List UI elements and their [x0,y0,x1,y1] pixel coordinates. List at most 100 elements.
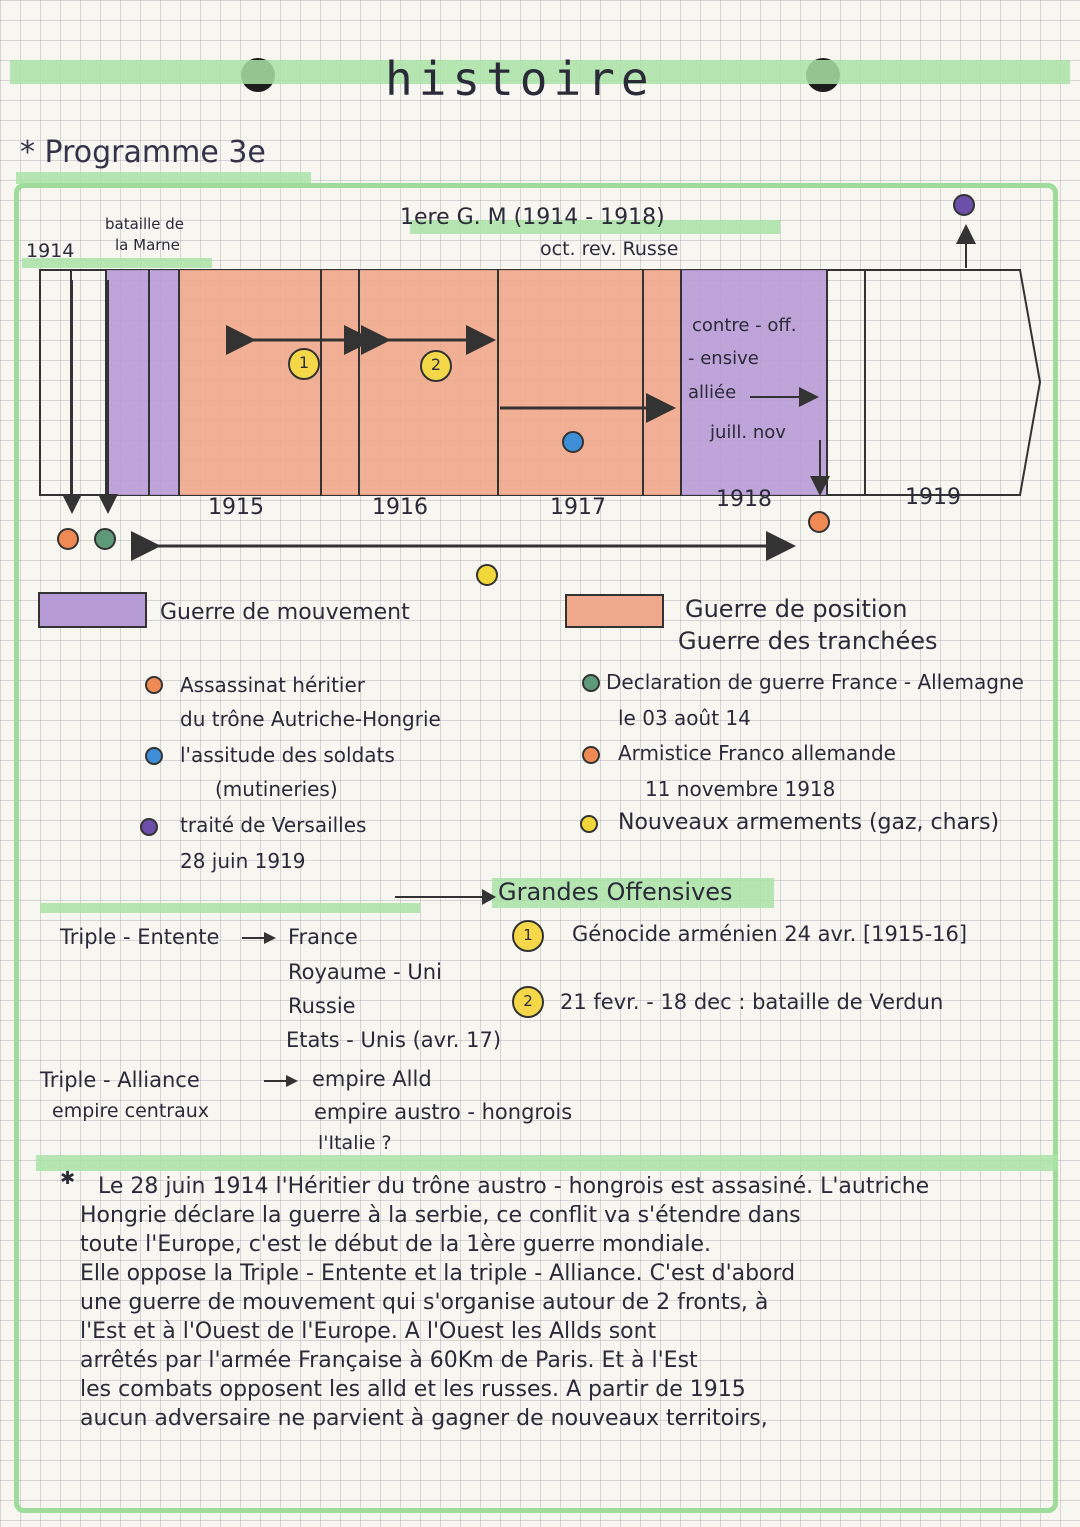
legend-dot-purple [140,818,158,836]
offensive-badge-2: 2 [512,986,544,1018]
tick-8 [642,270,644,495]
year-1915: 1915 [208,495,264,520]
title-highlight [10,60,1070,84]
timeline-arrow-outline [39,269,1042,496]
page-title: histoire [385,52,655,106]
summary-paragraph: Le 28 juin 1914 l'Héritier du trône aust… [80,1172,1040,1433]
offensive-badge-1: 1 [512,920,544,952]
tick-9 [680,270,682,495]
offensive-marker-1: 1 [288,348,320,380]
tick-4 [178,270,180,495]
entente-member-3: Russie [288,994,356,1018]
legend-left-3: l'assitude des soldats [180,743,395,767]
section-divider-highlight [40,903,420,913]
offensives-heading-highlight [492,878,774,908]
offensives-heading: Grandes Offensives [498,878,733,906]
paragraph-line-4: Elle oppose la Triple - Entente et la tr… [80,1261,796,1286]
band-position-1915-1917 [178,270,680,495]
paragraph-line-7: arrêtés par l'armée Française à 60Km de … [80,1348,698,1373]
paragraph-line-9: aucun adversaire ne parvient à gagner de… [80,1406,768,1431]
legend-position-2: Guerre des tranchées [678,627,938,655]
alliance-label-2: empire centraux [52,1100,210,1122]
legend-left-2: du trône Autriche-Hongrie [180,707,441,731]
offensive-marker-1-number: 1 [298,353,310,372]
tick-10 [826,270,828,495]
entente-label: Triple - Entente [60,925,220,949]
legend-right-5: Nouveaux armements (gaz, chars) [618,810,1000,835]
legend-left-6: 28 juin 1919 [180,849,306,873]
legend-dot-blue [145,747,163,765]
note-1918-4: juill. nov [710,422,786,443]
legend-left-4: (mutineries) [215,777,338,801]
content-frame [14,183,1058,1513]
dot-orange-1914 [57,528,79,550]
entente-member-4: Etats - Unis (avr. 17) [286,1028,502,1052]
legend-dot-orange [145,676,163,694]
paragraph-line-5: une guerre de mouvement qui s'organise a… [80,1290,769,1315]
dot-green-1914 [94,528,116,550]
offensive-item-1: Génocide arménien 24 avr. [1915-16] [572,922,968,946]
tick-6 [358,270,360,495]
offensive-marker-2: 2 [420,350,452,382]
offensive-item-2: 21 fevr. - 18 dec : bataille de Verdun [560,990,944,1014]
note-1918-2: - ensive [688,348,759,369]
tick-3 [148,270,150,495]
legend-dot-yellow [580,815,598,833]
legend-position-1: Guerre de position [685,595,908,623]
legend-right-4: 11 novembre 1918 [645,777,836,801]
timeline-title-highlight [410,220,780,234]
timeline-title: 1ere G. M (1914 - 1918) [400,205,665,230]
timeline-left-highlight [22,258,212,268]
marne-label-1: bataille de [105,215,185,233]
oct-revolution-label: oct. rev. Russe [540,238,679,260]
tick-11 [864,270,866,495]
timeline-svg [39,269,1042,496]
start-year-label: 1914 [26,240,75,262]
legend-dot-green [582,674,600,692]
alliance-member-3: l'Italie ? [318,1132,392,1154]
paragraph-line-8: les combats opposent les alld et les rus… [80,1377,746,1402]
legend-movement: Guerre de mouvement [160,600,410,625]
legend-dot-orange-2 [582,746,600,764]
dot-yellow [476,564,498,586]
paragraph-line-1: Le 28 juin 1914 l'Héritier du trône aust… [98,1174,930,1199]
paragraph-line-3: toute l'Europe, c'est le début de la 1èr… [80,1232,712,1257]
dot-blue-1917 [562,431,584,453]
tick-5 [320,270,322,495]
subtitle: * Programme 3e [20,135,266,170]
legend-swatch-movement [38,592,147,628]
timeline-arrows [62,224,976,561]
dot-purple-1919 [953,194,975,216]
subtitle-highlight [16,172,311,184]
alliance-member-2: empire austro - hongrois [314,1100,573,1124]
entente-arrow [242,932,276,944]
year-1918: 1918 [716,487,772,512]
legend-left-1: Assassinat héritier [180,673,365,697]
tick-7 [497,270,499,495]
band-movement-1918 [680,270,826,495]
legend-right-2: le 03 août 14 [618,706,751,730]
year-1917: 1917 [550,495,606,520]
entente-member-1: France [288,925,358,949]
tick-2 [105,270,107,495]
legend-swatch-position [565,594,664,628]
paragraph-line-2: Hongrie déclare la guerre à la serbie, c… [80,1203,801,1228]
alliance-member-1: empire Alld [312,1067,432,1091]
alliance-arrow [264,1075,298,1087]
offensive-badge-2-number: 2 [523,992,533,1010]
paragraph-highlight [36,1155,1058,1171]
entente-member-2: Royaume - Uni [288,960,442,984]
paragraph-line-6: l'Est et à l'Ouest de l'Europe. A l'Oues… [80,1319,657,1344]
note-1918-3: alliée [688,382,737,403]
offensives-arrow [395,889,496,905]
legend-right-3: Armistice Franco allemande [618,741,896,765]
year-1916: 1916 [372,495,428,520]
note-1918-1: contre - off. [692,315,797,336]
band-movement-1914 [105,270,178,495]
legend-right-1: Declaration de guerre France - Allemagne [606,670,1024,694]
offensive-badge-1-number: 1 [523,926,533,944]
alliance-label-1: Triple - Alliance [40,1068,200,1092]
marne-label-2: la Marne [115,236,180,254]
paragraph-star: ✱ [60,1168,76,1189]
legend-left-5: traité de Versailles [180,813,367,837]
